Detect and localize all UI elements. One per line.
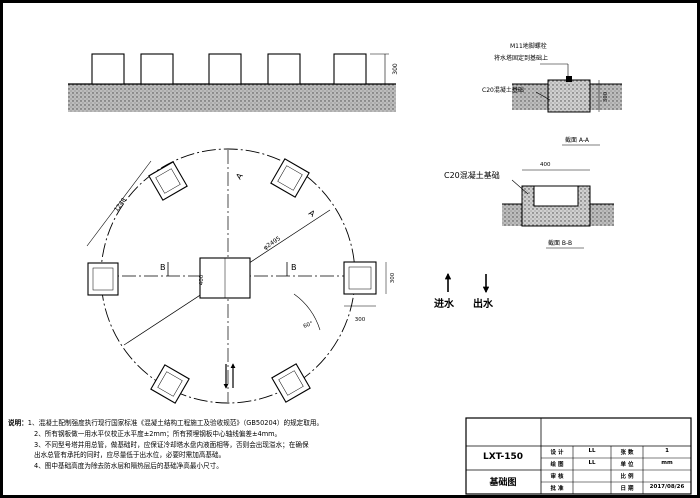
- plan-pad-bottom-right: [271, 363, 311, 403]
- elevation-pad-1: [91, 53, 125, 85]
- tb-row1-label: 设 计: [550, 450, 564, 456]
- notes-label: 说明：: [8, 419, 28, 427]
- elevation-view: 300: [68, 53, 399, 112]
- section-bb-concrete-label: C20混凝土基础: [444, 170, 500, 180]
- section-aa-concrete-label: C20混凝土基础: [482, 86, 524, 94]
- notes-block: 说明：1、混凝土配制强度执行现行国家标准《混凝土结构工程施工及验收规范》（GB5…: [8, 418, 463, 472]
- note-item-5: 4、图中基础高度为除去防水层和隔热层后的基础净高最小尺寸。: [34, 462, 223, 471]
- tb-row2-label: 绘 图: [550, 462, 564, 468]
- drawing-code: LXT-150: [482, 452, 523, 462]
- tb-row2-value: LL: [588, 460, 596, 466]
- section-aa-view: M11地脚螺栓 将水塔固定到基础上 C20混凝土基础 300 截面 A-A: [482, 42, 622, 146]
- ground-hatch-pattern: [68, 84, 396, 112]
- plan-view: φ2495 1248 400 300 300: [86, 148, 396, 404]
- tb-row4-label: 批 准: [550, 486, 564, 492]
- plan-pad-right-inner: [348, 266, 372, 290]
- elevation-dim-height: 300: [392, 63, 399, 75]
- section-aa-dim-height: 300: [603, 91, 609, 102]
- plan-pad-left-inner: [92, 267, 114, 291]
- section-b-left-label: B: [160, 263, 166, 272]
- plan-pad-right: [343, 261, 377, 295]
- tb-row4-value2: 2017/08/26: [649, 484, 685, 490]
- center-pad-dim: 400: [199, 274, 205, 285]
- concrete-leader-line: [535, 91, 551, 101]
- section-bb-recess: [533, 185, 579, 207]
- section-bb-title: 截面 B-B: [548, 239, 572, 247]
- anchor-bolt-icon: [566, 76, 572, 82]
- angle-arc: [293, 293, 321, 331]
- radius-dim-line: [86, 160, 152, 247]
- tb-row1-value2: 1: [665, 448, 669, 454]
- section-bb-leader-line: [511, 179, 529, 195]
- notes-row-1: 说明：1、混凝土配制强度执行现行国家标准《混凝土结构工程施工及验收规范》（GB5…: [8, 418, 463, 429]
- plan-pad-top-right: [270, 158, 310, 198]
- anchor-bolt-label: M11地脚螺栓: [510, 42, 547, 50]
- angle-dim: 60°: [303, 321, 314, 330]
- tb-row3-label2: 比 例: [620, 474, 634, 480]
- tb-row4-label2: 日 期: [620, 486, 634, 492]
- section-a-top-label: A: [234, 171, 245, 181]
- elevation-pad-3: [208, 53, 242, 85]
- elevation-pad-4: [267, 53, 301, 85]
- elevation-pad-2: [140, 53, 174, 85]
- plan-pad-top-left: [148, 161, 188, 201]
- note-item-2: 2、所有钢板做一用水平仪校正水平度±2mm；所有预埋钢板中心轴线偏差±4mm。: [34, 429, 282, 438]
- section-aa-title: 截面 A-A: [565, 136, 590, 144]
- tb-row2-label2: 单 位: [620, 462, 634, 468]
- note-item-3: 3、不同型号塔并用总管，做基础时，应保证冷却塔水盘内液面相等，否则会出现溢水；在…: [34, 440, 309, 449]
- tb-row1-label2: 张 数: [620, 450, 634, 456]
- section-bb-view: 400 C20混凝土基础 截面 B-B: [444, 162, 614, 249]
- elevation-pad-5: [333, 53, 367, 85]
- plan-pad-bottom-left: [150, 364, 190, 404]
- tb-row3-label: 审 核: [550, 474, 564, 480]
- title-block-grid: [465, 417, 692, 495]
- flow-legend: 进水 出水: [434, 272, 494, 310]
- note-item-4: 出水总管有承托的同时，应尽量低于出水位，必要时需加高基础。: [34, 451, 226, 460]
- title-block: LXT-150 基础图 设 计 LL 张 数 1 绘 图 LL 单 位 mm 审…: [466, 418, 691, 494]
- pad-right-dim: 300: [390, 272, 396, 283]
- section-a-right-label: A: [307, 208, 317, 219]
- section-bb-dim-width: 400: [540, 162, 551, 168]
- anchor-bolt-label-2: 将水塔固定到基础上: [494, 54, 548, 62]
- outlet-label: 出水: [473, 297, 494, 310]
- inlet-label: 进水: [434, 297, 455, 310]
- tb-row1-value: LL: [588, 448, 596, 454]
- note-item-1: 1、混凝土配制强度执行现行国家标准《混凝土结构工程施工及验收规范》（GB5020…: [27, 419, 324, 427]
- drawing-name: 基础图: [489, 478, 517, 488]
- tb-row2-value2: mm: [661, 460, 673, 466]
- radius-dim-text: 1248: [113, 197, 128, 214]
- section-b-right-label: B: [291, 263, 297, 272]
- pad-right-bottom-dim: 300: [355, 317, 366, 323]
- section-aa-concrete-pattern: [548, 80, 590, 112]
